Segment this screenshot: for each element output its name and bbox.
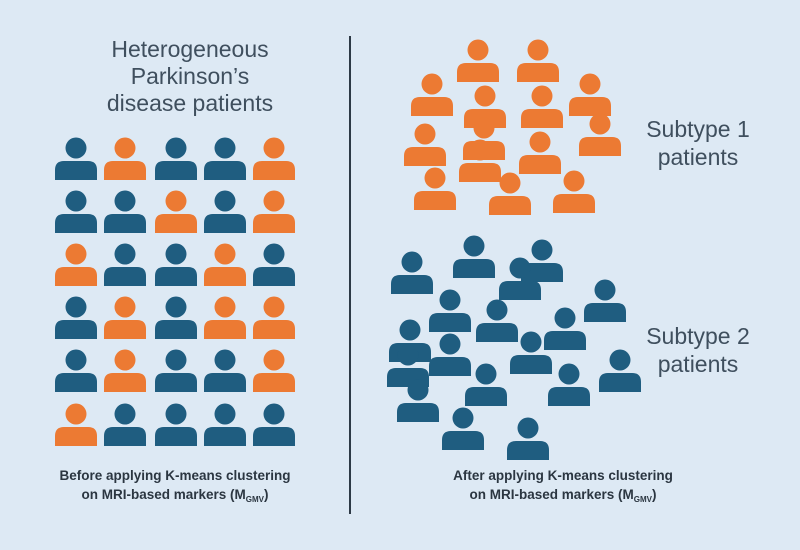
patient-icon-subtype2 (510, 331, 552, 374)
patient-icon-subtype2 (465, 363, 507, 406)
right-caption-suffix: ) (652, 487, 657, 502)
left-title-line: disease patients (106, 90, 274, 116)
panel-divider (349, 36, 351, 514)
patient-icon-subtype1 (579, 113, 621, 156)
patient-icon-subtype1 (404, 123, 446, 166)
patient-icon-subtype2 (155, 403, 197, 446)
left-caption: Before applying K-means clustering on MR… (15, 466, 335, 509)
patient-icon-subtype1 (253, 190, 295, 233)
patient-icon-subtype2 (155, 137, 197, 180)
subtype2-label-line: patients (657, 351, 739, 377)
left-title-line: Heterogeneous (111, 36, 269, 62)
patient-icon-subtype2 (55, 137, 97, 180)
patient-icon-subtype1 (104, 137, 146, 180)
left-title: Heterogeneous Parkinson’s disease patien… (60, 36, 320, 117)
patient-icon-subtype2 (104, 403, 146, 446)
patient-icon-subtype1 (104, 296, 146, 339)
patient-icon-subtype1 (553, 170, 595, 213)
patient-icon-subtype2 (155, 349, 197, 392)
patient-icon-subtype1 (204, 296, 246, 339)
left-caption-prefix: on MRI-based markers (M (81, 487, 246, 502)
patient-icon-subtype2 (548, 363, 590, 406)
patient-icon-subtype2 (507, 417, 549, 460)
patient-icon-subtype2 (204, 190, 246, 233)
patient-icon-subtype2 (476, 299, 518, 342)
patient-icon-subtype1 (489, 172, 531, 215)
patient-icon-subtype2 (521, 239, 563, 282)
patient-icon-subtype1 (411, 73, 453, 116)
patient-icon-subtype2 (544, 307, 586, 350)
patient-icon-subtype1 (521, 85, 563, 128)
right-caption-prefix: on MRI-based markers (M (469, 487, 634, 502)
right-caption-subscript: GMV (633, 495, 653, 504)
patient-icon-subtype1 (253, 137, 295, 180)
patient-icon-subtype1 (463, 117, 505, 160)
left-title-line: Parkinson’s (130, 63, 250, 89)
patient-icon-subtype2 (499, 257, 541, 300)
patient-icon-subtype2 (55, 349, 97, 392)
subtype1-label-line: patients (657, 144, 739, 170)
patient-icon-subtype2 (253, 403, 295, 446)
subtype2-label-line: Subtype 2 (646, 323, 750, 349)
patient-icon-subtype2 (104, 243, 146, 286)
left-caption-line1: Before applying K-means clustering (59, 468, 291, 483)
subtype1-label-line: Subtype 1 (646, 116, 750, 142)
patient-icon-subtype2 (204, 349, 246, 392)
subtype2-label: Subtype 2 patients (628, 322, 768, 378)
right-caption-line1: After applying K-means clustering (453, 468, 673, 483)
patient-icon-subtype1 (519, 131, 561, 174)
patient-icon-subtype2 (155, 243, 197, 286)
patient-icon-subtype1 (253, 296, 295, 339)
left-caption-subscript: GMV (245, 495, 265, 504)
patient-icon-subtype2 (442, 407, 484, 450)
patient-icon-subtype2 (429, 333, 471, 376)
patient-icon-subtype2 (599, 349, 641, 392)
patient-icon-subtype2 (55, 190, 97, 233)
patient-icon-subtype1 (155, 190, 197, 233)
patient-icon-subtype1 (55, 243, 97, 286)
left-caption-suffix: ) (264, 487, 269, 502)
patient-icon-subtype2 (397, 379, 439, 422)
patient-icon-subtype1 (253, 349, 295, 392)
patient-icon-subtype2 (391, 251, 433, 294)
patient-icon-subtype2 (584, 279, 626, 322)
patient-icon-subtype1 (569, 73, 611, 116)
patient-icon-subtype1 (414, 167, 456, 210)
right-caption: After applying K-means clustering on MRI… (403, 466, 723, 509)
patient-icon-subtype2 (453, 235, 495, 278)
left-caption-line2: on MRI-based markers (MGMV) (15, 485, 335, 509)
patient-icon-subtype2 (104, 190, 146, 233)
patient-icon-subtype2 (55, 296, 97, 339)
patient-icon-subtype1 (55, 403, 97, 446)
patient-icon-subtype1 (104, 349, 146, 392)
patient-icon-subtype1 (517, 39, 559, 82)
subtype1-label: Subtype 1 patients (628, 115, 768, 171)
patient-icon-subtype2 (155, 296, 197, 339)
patient-icon-subtype2 (253, 243, 295, 286)
right-caption-line2: on MRI-based markers (MGMV) (403, 485, 723, 509)
patient-icon-subtype2 (204, 403, 246, 446)
patient-icon-subtype1 (457, 39, 499, 82)
patient-icon-subtype2 (429, 289, 471, 332)
patient-icon-subtype2 (204, 137, 246, 180)
patient-icon-subtype1 (204, 243, 246, 286)
